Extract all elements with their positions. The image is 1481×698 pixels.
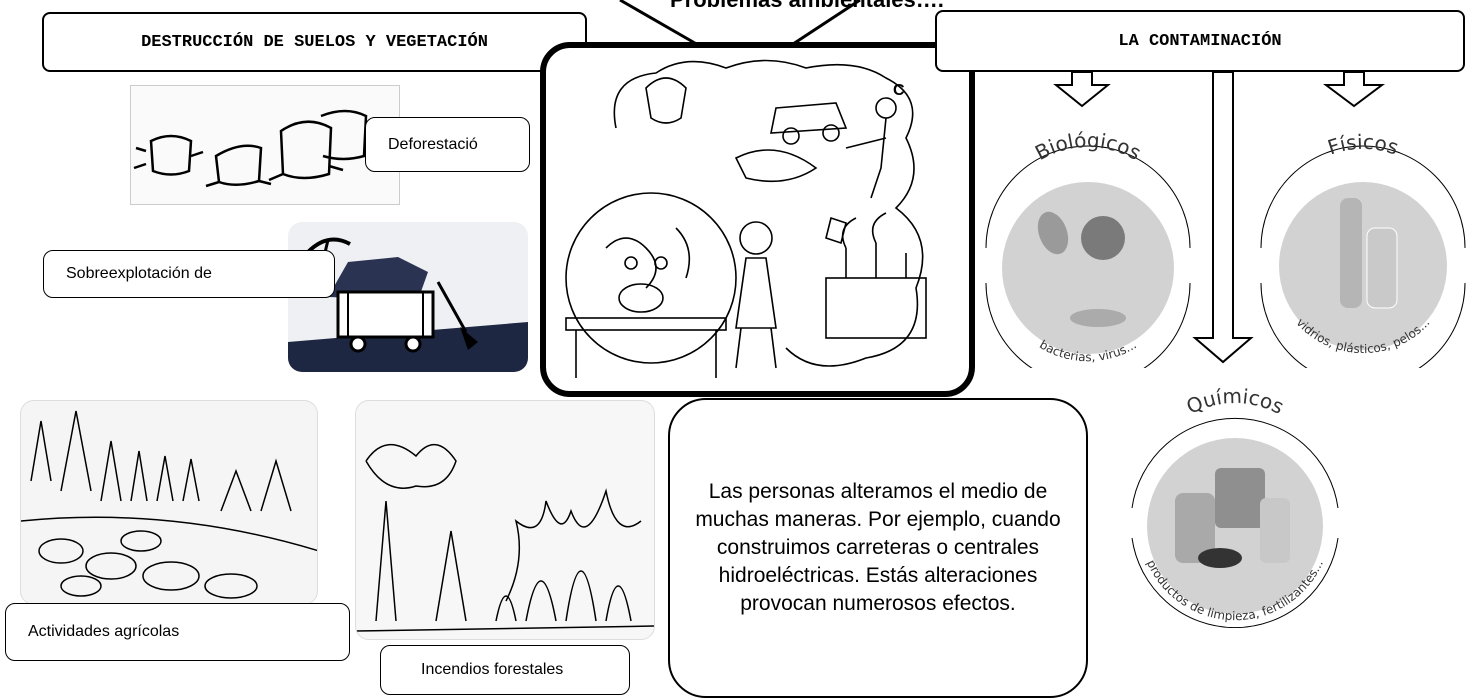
biological-title: Biológicos <box>1031 128 1145 165</box>
mining-cart-image <box>288 222 528 372</box>
deforestation-label: Deforestació <box>365 117 530 172</box>
pollution-arrows <box>1053 71 1385 364</box>
overexploitation-label: Sobreexplotación de <box>43 250 335 298</box>
chemical-title: Químicos <box>1183 384 1288 419</box>
deforestation-image <box>130 85 400 205</box>
physical-pollution-card: Físicos vidrios, plásticos, pelos... <box>1245 108 1481 386</box>
human-impact-text-box: Las personas alteramos el medio de mucha… <box>668 398 1088 698</box>
agricultural-activities-label: Actividades agrícolas <box>5 603 350 661</box>
human-impact-paragraph: Las personas alteramos el medio de mucha… <box>695 480 1061 615</box>
page-title: Problemas ambientales…. <box>670 0 1070 13</box>
forest-fire-image <box>355 400 655 640</box>
sick-earth-illustration <box>540 42 975 397</box>
biological-pollution-card: Biológicos bacterias, virus... <box>968 108 1208 386</box>
agriculture-image <box>20 400 318 605</box>
title-connector-lines <box>619 0 861 48</box>
soil-destruction-heading: DESTRUCCIÓN DE SUELOS Y VEGETACIÓN <box>42 12 587 72</box>
c-marker-label: C <box>893 82 905 99</box>
physical-title: Físicos <box>1325 130 1402 160</box>
pollution-heading: LA CONTAMINACIÓN <box>935 10 1465 72</box>
chemical-pollution-card: Químicos productos de limpieza, fertiliz… <box>1110 358 1360 629</box>
